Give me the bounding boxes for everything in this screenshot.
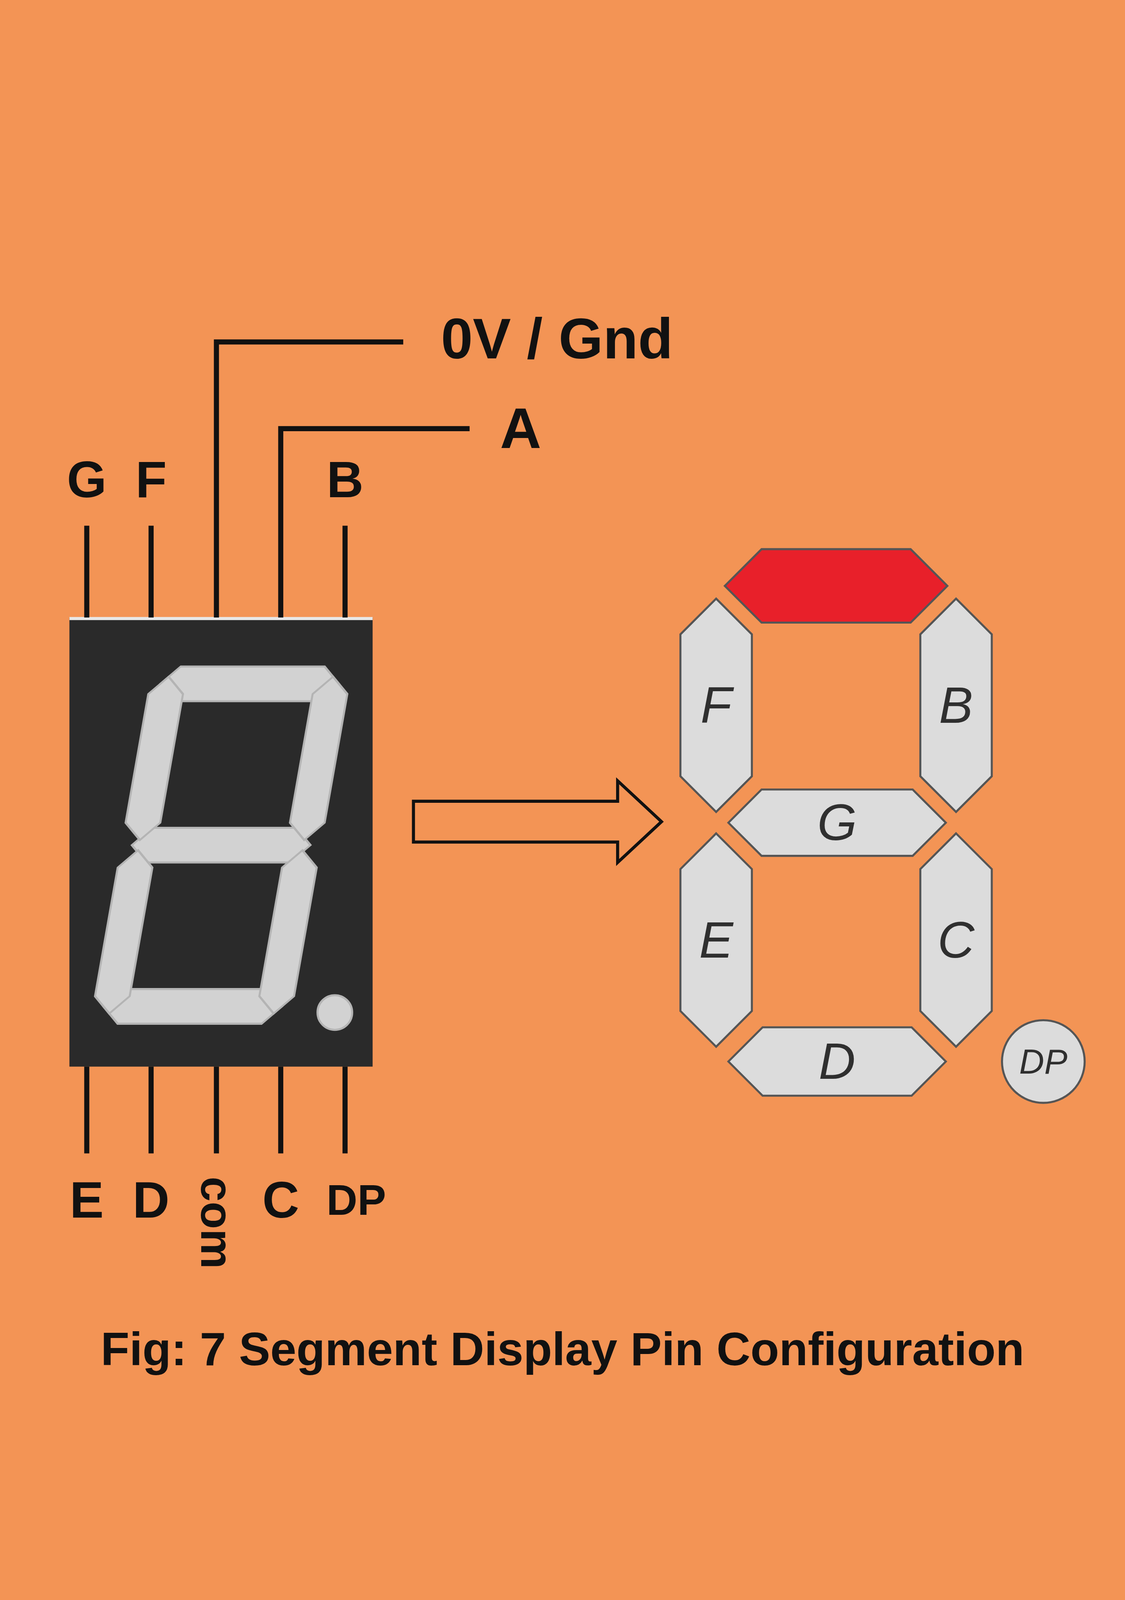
package-segment — [286, 676, 351, 841]
segment-shape — [728, 1027, 947, 1096]
package-digit — [90, 666, 353, 1024]
pin — [148, 525, 154, 618]
segment-shape — [680, 833, 753, 1047]
pin-leader — [280, 428, 470, 618]
segment-letter: G — [817, 797, 857, 849]
pin-callout: A — [500, 400, 542, 458]
pin-name: G — [66, 454, 107, 506]
segment: B — [918, 597, 994, 814]
package-segment — [92, 850, 156, 1014]
segment-letter: B — [938, 679, 973, 731]
display-package — [69, 617, 373, 1067]
segment-letter: C — [937, 914, 975, 966]
pin — [278, 1066, 284, 1154]
segment-shape — [920, 598, 992, 813]
pin — [214, 1066, 220, 1154]
lit-segment — [724, 549, 948, 623]
segment: G — [726, 788, 948, 858]
pin-name: B — [326, 454, 364, 506]
pin — [342, 525, 348, 618]
segment-letter: DP — [1019, 1044, 1068, 1079]
pin-name: D — [132, 1175, 170, 1227]
pin-callout: 0V / Gnd — [440, 310, 673, 368]
pin — [84, 525, 90, 618]
package-edge — [69, 617, 373, 621]
pins — [86, 342, 470, 1154]
package-segment — [256, 850, 321, 1014]
segment: E — [678, 832, 754, 1049]
segment-letter: D — [818, 1036, 856, 1088]
pin-name: F — [135, 454, 167, 506]
segment-letter: F — [700, 679, 732, 731]
block-arrow — [413, 780, 662, 863]
pin — [148, 1066, 154, 1154]
pin-name: DP — [326, 1179, 387, 1222]
segment-shape — [728, 789, 947, 857]
segment-shape — [920, 833, 992, 1047]
package-segment — [122, 676, 187, 841]
pin — [342, 1066, 348, 1154]
figure-caption: Fig: 7 Segment Display Pin Configuration — [100, 1323, 1025, 1376]
segment-letter: E — [698, 914, 733, 966]
pin — [84, 1066, 90, 1154]
pin-leader — [216, 342, 404, 618]
decimal-point: DP — [1000, 1018, 1087, 1105]
segment: D — [726, 1025, 948, 1098]
package-dot — [317, 995, 353, 1031]
dp-circle — [1002, 1020, 1085, 1103]
segment: F — [678, 597, 754, 814]
package-segment — [128, 827, 314, 863]
segment: C — [918, 832, 994, 1049]
segment-shape — [680, 598, 753, 813]
pin-name: com — [194, 1177, 239, 1270]
pin-name: E — [69, 1175, 104, 1227]
pin-name: C — [262, 1175, 300, 1227]
